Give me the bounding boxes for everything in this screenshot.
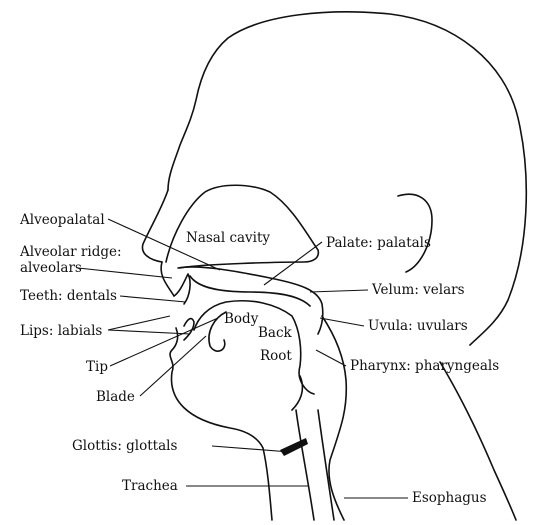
label-root: Root [260,348,292,364]
label-tip: Tip [86,359,108,375]
nasal-cavity-outline [165,184,320,269]
leader-glottis [211,445,291,453]
trachea-outline [295,409,315,521]
upper-teeth-outline [173,273,191,305]
glottis-mark [280,438,308,456]
leader-alveolar-ridge [77,267,173,279]
leader-lips-lower [107,329,191,335]
label-alveolar-ridge: Alveolar ridge: [19,244,122,260]
upper-lip-outline [160,261,175,297]
label-nasal-cavity: Nasal cavity [186,230,270,246]
label-alveopalatal: Alveopalatal [19,212,105,228]
mouth-roof-outline [189,275,311,307]
label-teeth: Teeth: dentals [20,288,117,304]
label-body: Body [224,311,259,327]
leader-lips-upper [107,315,171,331]
ear-outline [397,193,433,273]
leader-velum [309,289,369,293]
chin-outline [169,327,273,521]
tongue-tip-outline [208,311,227,352]
label-lips: Lips: labials [20,323,102,339]
label-blade: Blade [96,389,135,405]
label-pharynx: Pharynx: pharyngeals [350,358,499,374]
lower-teeth-outline [183,317,195,341]
neck-back-outline [439,361,517,521]
label-velum: Velum: velars [371,282,465,298]
label-alveolars: alveolars [20,260,82,276]
label-palate: Palate: palatals [326,235,431,251]
label-glottis: Glottis: glottals [72,438,177,454]
label-back: Back [258,325,293,341]
label-esophagus: Esophagus [412,490,487,506]
leader-alveopalatal [107,218,221,271]
leader-pharynx [315,349,347,367]
label-trachea: Trachea [122,478,178,494]
epiglottis-outline [291,375,304,411]
nose-outline [141,189,169,263]
label-uvula: Uvula: uvulars [368,318,468,334]
pharynx-wall-outline [321,315,348,521]
leader-tip [109,317,219,367]
head-outline [167,11,528,346]
leader-blade [139,335,207,397]
leader-palate [263,241,323,286]
leader-teeth [119,295,187,303]
esophagus-outline [317,409,335,521]
leader-uvula [319,317,365,327]
